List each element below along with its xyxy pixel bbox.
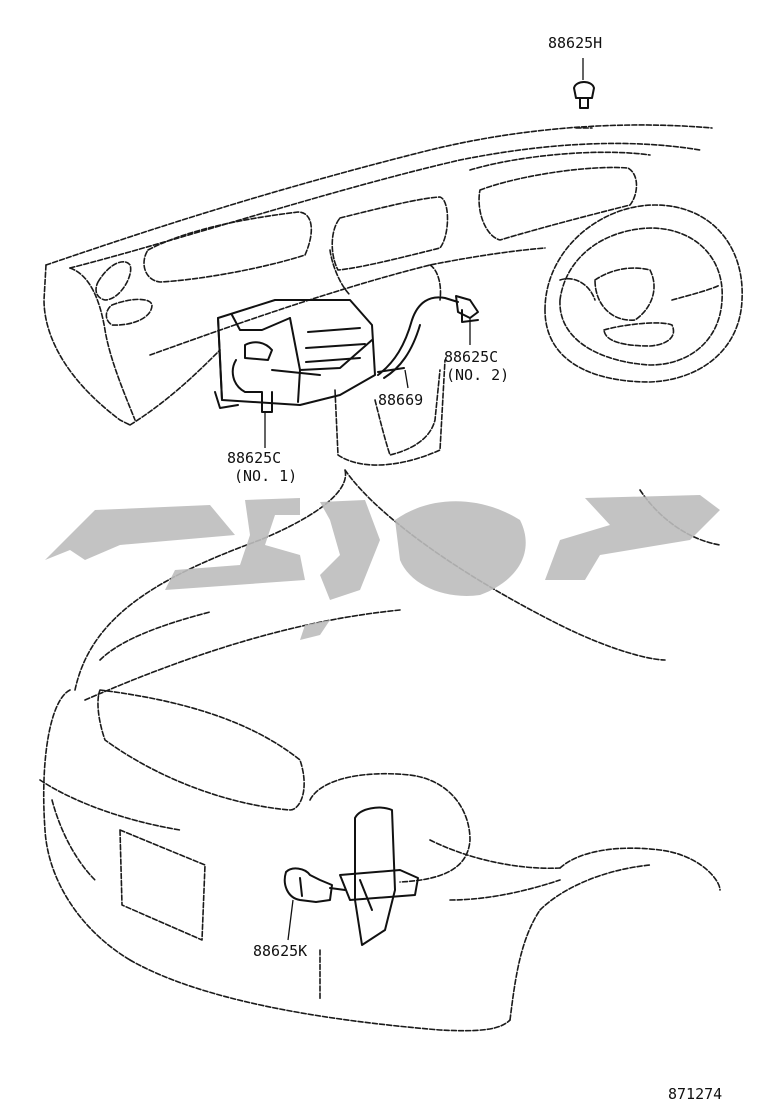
clip-part	[573, 81, 595, 129]
dashboard-drawing	[43, 124, 743, 466]
air-conditioning-unit	[214, 299, 376, 413]
label-88669: 88669	[378, 391, 423, 409]
watermark-logo	[45, 495, 720, 640]
wire-harness	[377, 295, 479, 379]
label-88625C-no2-sub: (NO. 2)	[446, 366, 509, 384]
label-88625C-no1-sub: (NO. 1)	[234, 467, 297, 485]
figure-number: 871274	[668, 1085, 722, 1103]
label-88625C-no2: 88625C	[444, 348, 498, 366]
label-88625C-no1: 88625C	[227, 449, 281, 467]
car-front-drawing	[39, 469, 721, 1032]
label-88625K: 88625K	[253, 942, 307, 960]
label-88625H: 88625H	[548, 34, 602, 52]
